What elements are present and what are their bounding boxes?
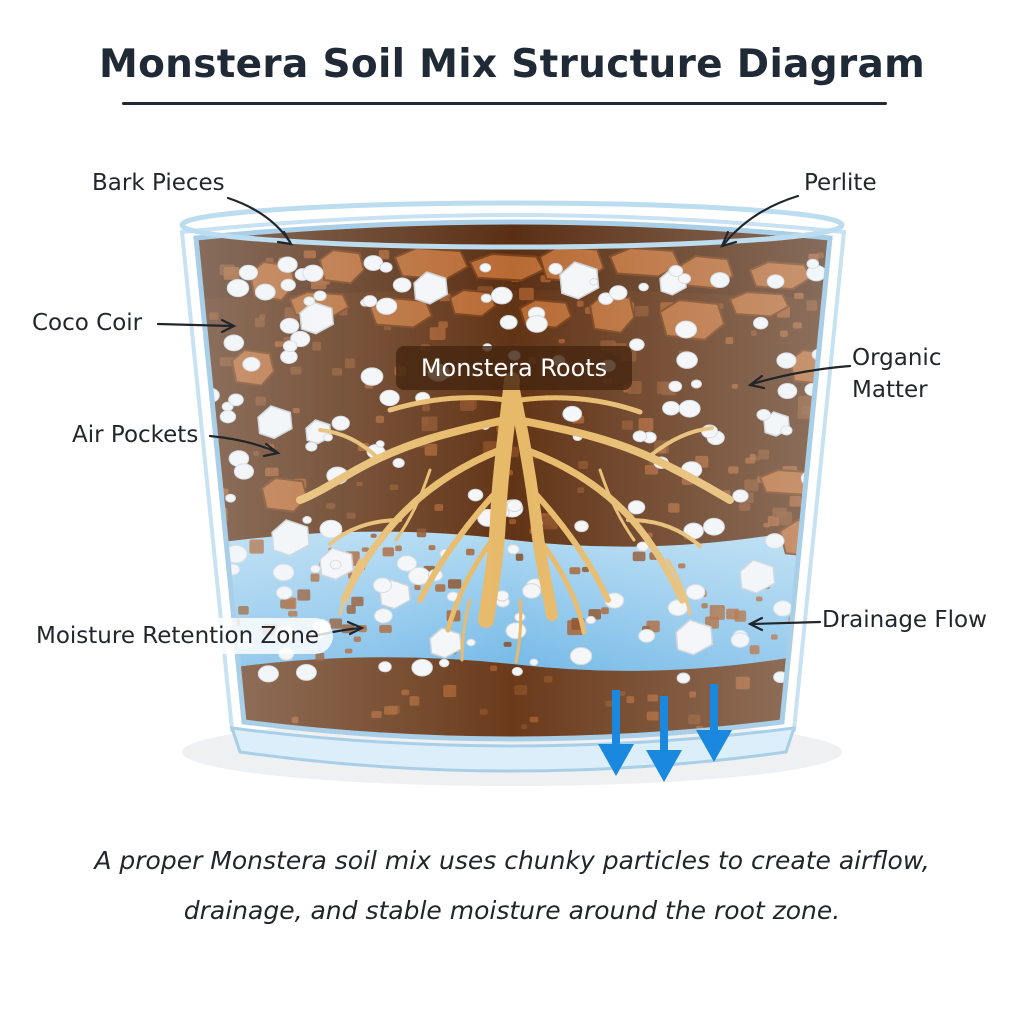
drainage-arrows [598, 684, 732, 782]
label-perlite: Perlite [804, 170, 877, 196]
caption-line-1: A proper Monstera soil mix uses chunky p… [94, 846, 930, 875]
soil-speck [819, 377, 827, 384]
label-drainage-flow: Drainage Flow [822, 607, 987, 633]
label-organic-matter-line1: Organic [852, 345, 942, 371]
soil-speck [808, 633, 824, 644]
soil-speck [824, 455, 830, 468]
soil-speck [810, 694, 825, 709]
label-bark-pieces: Bark Pieces [92, 170, 225, 196]
soil-speck [824, 469, 830, 482]
drainage-arrow-icon [598, 690, 634, 776]
diagram-title: Monstera Soil Mix Structure Diagram [98, 42, 926, 87]
label-coco-coir: Coco Coir [32, 310, 143, 336]
label-leaders [156, 194, 852, 638]
glass-pot-rim [179, 200, 845, 250]
soil-speck [816, 548, 825, 555]
label-monstera-roots: Monstera Roots [396, 346, 632, 390]
drainage-arrow-icon [696, 684, 732, 762]
perlite-piece [803, 556, 823, 572]
label-air-pockets: Air Pockets [72, 422, 199, 448]
soil-speck [824, 566, 830, 573]
title-underline [122, 102, 887, 105]
drainage-arrow-icon [646, 696, 682, 782]
label-moisture-retention-zone: Moisture Retention Zone [22, 618, 334, 654]
caption-line-2: drainage, and stable moisture around the… [183, 896, 841, 925]
glass-pot-wall [193, 219, 833, 742]
label-organic-matter: Organic Matter [852, 342, 941, 406]
label-organic-matter-line2: Matter [852, 377, 928, 403]
soil-speck [201, 401, 211, 411]
